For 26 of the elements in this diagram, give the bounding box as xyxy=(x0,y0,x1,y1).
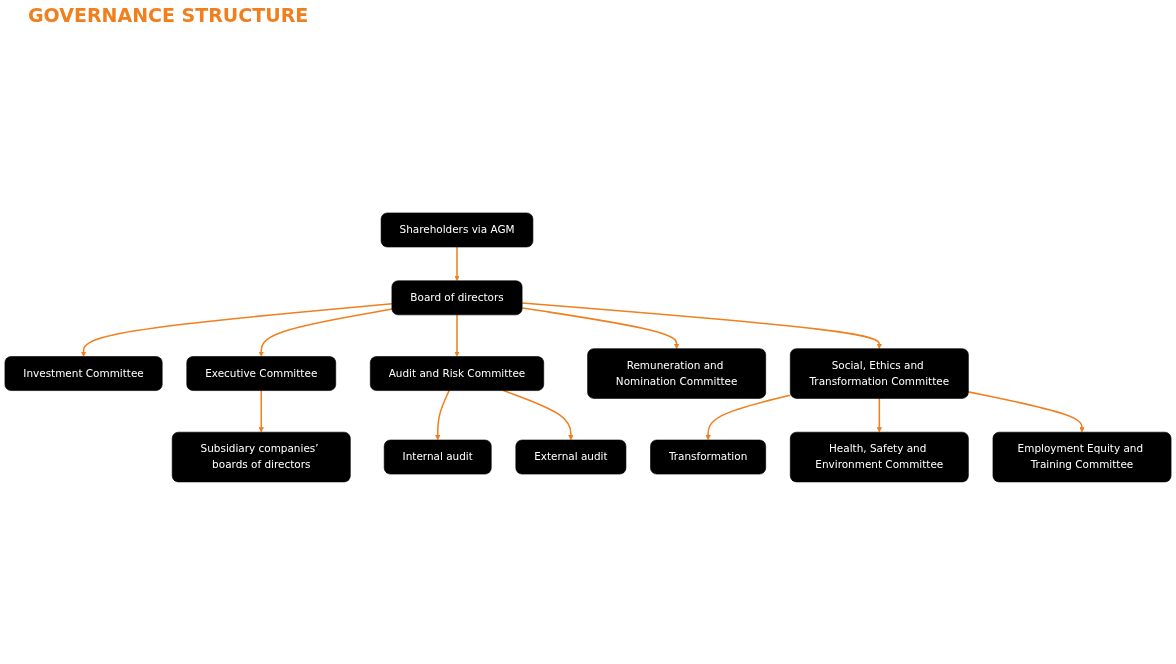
node-box: Subsidiary companies’ boards of directors xyxy=(171,431,351,482)
node-box: External audit xyxy=(515,439,627,474)
arrow xyxy=(258,389,264,432)
node-box: Shareholders via AGM xyxy=(380,212,534,247)
diagram-title: GOVERNANCE STRUCTURE xyxy=(28,4,309,26)
node-box: Remuneration and Nomination Committee xyxy=(587,347,766,399)
arrow xyxy=(876,397,883,432)
arrow xyxy=(521,306,680,349)
arrow xyxy=(502,389,574,440)
arrow xyxy=(454,313,460,357)
node-box: Board of directors xyxy=(391,280,523,315)
node-box: Audit and Risk Committee xyxy=(370,355,545,391)
arrow xyxy=(435,389,450,440)
arrow xyxy=(454,245,460,281)
arrow xyxy=(705,394,792,440)
arrow xyxy=(967,390,1085,432)
node-box: Executive Committee xyxy=(186,355,337,391)
node-box: Social, Ethics and Transformation Committee xyxy=(789,347,969,399)
arrow xyxy=(521,301,883,349)
node-box: Investment Committee xyxy=(4,355,163,391)
arrow xyxy=(258,307,393,357)
arrow xyxy=(80,302,393,357)
node-box: Employment Equity and Training Committee xyxy=(992,431,1172,482)
node-box: Transformation xyxy=(650,439,766,474)
node-box: Health, Safety and Environment Committee xyxy=(789,431,969,482)
node-box: Internal audit xyxy=(383,439,492,474)
